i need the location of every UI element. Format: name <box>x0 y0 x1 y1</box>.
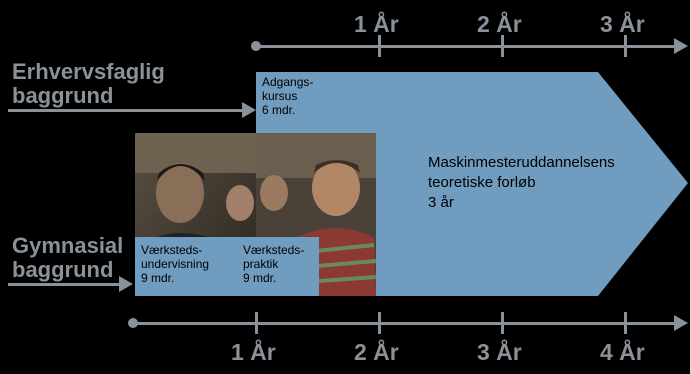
access-course-duration: 6 mdr. <box>262 103 296 117</box>
vocational-label-line-1: Erhvervsfaglig <box>12 59 165 84</box>
top-axis-arrowhead <box>674 38 688 54</box>
top-tick-label-1: 1 År <box>354 11 399 37</box>
top-tick-1 <box>378 35 381 57</box>
bottom-axis-arrowhead <box>674 315 688 331</box>
vocational-entry-arrow-line <box>8 109 244 112</box>
access-course-line-2: kursus <box>262 89 298 103</box>
main-program-line-2: teoretiske forløb <box>428 174 536 191</box>
bottom-tick-1 <box>255 312 258 334</box>
bottom-tick-2 <box>378 312 381 334</box>
workshop-teaching-box: Værksteds- undervisning 9 mdr. <box>135 237 241 296</box>
workshop-practice-line-2: praktik <box>243 257 279 271</box>
bottom-tick-3 <box>501 312 504 334</box>
bottom-tick-label-1: 1 År <box>231 339 276 365</box>
bottom-tick-label-2: 2 År <box>354 339 399 365</box>
workshop-practice-line-1: Værksteds- <box>243 243 305 257</box>
top-axis-line <box>256 45 676 48</box>
vocational-entry-arrowhead <box>242 102 256 118</box>
top-tick-label-2: 2 År <box>477 11 522 37</box>
gymnasium-entry-arrow-line <box>8 283 121 286</box>
main-program-duration: 3 år <box>428 194 454 211</box>
vocational-label-line-2: baggrund <box>12 83 114 108</box>
gymnasium-label-line-2: baggrund <box>12 257 114 282</box>
workshop-teaching-line-1: Værksteds- <box>141 243 203 257</box>
top-tick-3 <box>624 35 627 57</box>
workshop-teaching-duration: 9 mdr. <box>141 271 175 285</box>
main-program-line-1: Maskinmesteruddannelsens <box>428 154 615 171</box>
workshop-practice-box: Værksteds- praktik 9 mdr. <box>237 237 319 296</box>
bottom-tick-label-3: 3 År <box>477 339 522 365</box>
bottom-axis-line <box>133 322 676 325</box>
workshop-practice-duration: 9 mdr. <box>243 271 277 285</box>
bottom-tick-label-4: 4 År <box>600 339 645 365</box>
main-program-label: Maskinmesteruddannelsens teoretiske forl… <box>428 153 615 213</box>
main-program-shape <box>318 72 688 296</box>
gymnasium-label-line-1: Gymnasial <box>12 233 124 258</box>
top-tick-2 <box>501 35 504 57</box>
access-course-line-1: Adgangs- <box>262 75 314 89</box>
access-course-box: Adgangs- kursus 6 mdr. <box>256 72 319 133</box>
workshop-teaching-line-2: undervisning <box>141 257 210 271</box>
gymnasium-background-label: Gymnasial baggrund <box>12 234 123 282</box>
bottom-tick-4 <box>624 312 627 334</box>
vocational-background-label: Erhvervsfaglig baggrund <box>12 60 165 108</box>
top-tick-label-3: 3 År <box>600 11 645 37</box>
gymnasium-entry-arrowhead <box>119 276 133 292</box>
